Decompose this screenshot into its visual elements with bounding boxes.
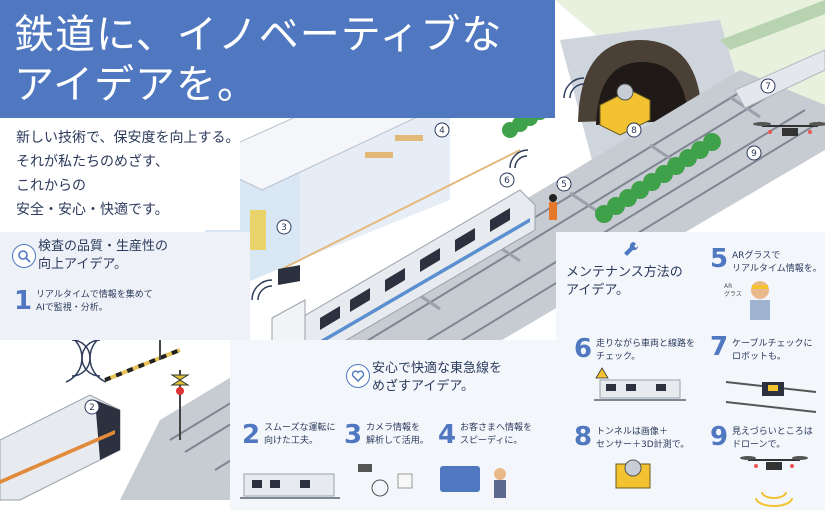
maintenance-heading-line-1: メンテナンス方法の: [566, 265, 683, 280]
signal-waves: [65, 77, 585, 383]
heart-icon: [346, 364, 370, 388]
intro-line-4: 安全・安心・快適です。: [16, 202, 169, 218]
maintenance-heading: メンテナンス方法の アイデア。: [566, 264, 683, 300]
marker-3: 3: [281, 223, 287, 233]
worker: [549, 194, 557, 220]
idea-7-line-1: ケーブルチェックに: [732, 339, 813, 349]
inspection-train-vignette: [594, 367, 686, 401]
idea-6-line-1: 走りながら車両と線路を: [596, 339, 696, 349]
headline-line-2: アイデアを。: [14, 62, 258, 108]
idea-2-text: スムーズな運転に 向けた工夫。: [264, 422, 336, 448]
marker-7: 7: [765, 82, 771, 92]
idea-3-line-1: カメラ情報を: [366, 423, 421, 433]
idea-7-line-2: ロボットも。: [732, 352, 787, 362]
idea-4-line-2: スピーディに。: [460, 436, 523, 446]
comfort-heading-line-1: 安心で快適な東急線を: [372, 361, 503, 376]
svg-text:グラス: グラス: [724, 290, 742, 298]
intro-text: 新しい技術で、保安度を向上する。 それが私たちのめざす、 これからの 安全・安心…: [16, 126, 239, 222]
train-left: [0, 394, 121, 501]
inspection-heading: 検査の品質・生産性の 向上アイデア。: [38, 238, 168, 274]
idea-1-line-1: リアルタイムで情報を集めて: [36, 290, 153, 300]
idea-3-line-2: 解析して活用。: [366, 436, 429, 446]
marker-5: 5: [561, 180, 567, 190]
idea-6-number: 6: [574, 334, 593, 364]
maintenance-vignettes: AR グラス: [594, 281, 817, 507]
idea-4-text: お客さまへ情報を スピーディに。: [460, 422, 532, 448]
headline: 鉄道に、イノベーティブな アイデアを。: [14, 10, 502, 110]
intro-line-3: これからの: [16, 178, 86, 194]
comfort-vignettes: [240, 464, 506, 499]
marker-6: 6: [504, 176, 510, 186]
idea-2-line-1: スムーズな運転に: [264, 423, 336, 433]
idea-6-text: 走りながら車両と線路を チェック。: [596, 338, 695, 364]
idea-7-text: ケーブルチェックに ロボットも。: [732, 338, 812, 364]
marker-2: 2: [89, 403, 95, 413]
drone-vignette: [740, 456, 808, 507]
idea-2-line-2: 向けた工夫。: [264, 436, 319, 446]
idea-1-text: リアルタイムで情報を集めて AIで監視・分析。: [36, 289, 153, 315]
cable-robot-vignette: [725, 381, 817, 413]
wrench-icon: [620, 238, 642, 260]
inspection-heading-line-1: 検査の品質・生産性の: [38, 239, 169, 254]
headline-line-1: 鉄道に、イノベーティブな: [14, 12, 503, 58]
idea-5-text: ARグラスで リアルタイム情報を。: [732, 250, 822, 276]
platform-fence: [279, 149, 521, 271]
bench: [395, 135, 423, 141]
ar-glass-label: AR: [724, 283, 732, 290]
bridge: [720, 0, 825, 109]
idea-3-text: カメラ情報を 解析して活用。: [366, 422, 429, 448]
idea-3-number: 3: [344, 420, 363, 450]
station-door: [250, 210, 266, 250]
idea-4-number: 4: [438, 420, 457, 450]
idea-1-line-2: AIで監視・分析。: [36, 303, 108, 313]
idea-9-number: 9: [710, 422, 729, 452]
maintenance-heading-line-2: アイデア。: [566, 283, 630, 298]
headline-band: [0, 0, 555, 118]
marker-8: 8: [631, 126, 637, 136]
camera-vignette: [358, 464, 413, 497]
idea-8-line-1: トンネルは画像＋: [596, 427, 668, 437]
drone: [753, 122, 825, 136]
marker-9: 9: [751, 149, 757, 159]
idea-8-line-2: センサー＋3D計測で。: [596, 440, 690, 450]
idea-8-text: トンネルは画像＋ センサー＋3D計測で。: [596, 426, 689, 452]
intro-line-1: 新しい技術で、保安度を向上する。: [16, 130, 240, 146]
bench: [365, 152, 393, 158]
tunnel-vehicle-vignette: [615, 459, 651, 489]
idea-9-line-1: 見えづらいところは: [732, 427, 813, 437]
idea-5-line-2: リアルタイム情報を。: [732, 264, 822, 274]
search-icon: [12, 244, 36, 268]
idea-6-line-2: チェック。: [596, 352, 641, 362]
idea-9-text: 見えづらいところは ドローンで。: [732, 426, 813, 452]
idea-1-number: 1: [14, 286, 33, 316]
comfort-heading-line-2: めざすアイデア。: [372, 379, 475, 394]
comfort-heading: 安心で快適な東急線を めざすアイデア。: [372, 360, 502, 396]
idea-5-line-1: ARグラスで: [732, 251, 781, 261]
train-vignette: [240, 473, 340, 499]
inspection-heading-line-2: 向上アイデア。: [38, 257, 128, 272]
marker-4: 4: [439, 126, 445, 136]
idea-9-line-2: ドローンで。: [732, 440, 786, 450]
intro-line-2: それが私たちのめざす、: [16, 154, 169, 170]
inspection-panel: [0, 232, 250, 340]
idea-4-line-1: お客さまへ情報を: [460, 423, 533, 433]
idea-5-number: 5: [710, 244, 729, 274]
idea-7-number: 7: [710, 332, 729, 362]
idea-8-number: 8: [574, 422, 593, 452]
passenger-vignette: [440, 466, 506, 498]
idea-2-number: 2: [242, 420, 261, 450]
ar-glasses-vignette: AR グラス: [724, 281, 770, 320]
hedge: [595, 133, 721, 223]
intro-block: 新しい技術で、保安度を向上する。 それが私たちのめざす、 これからの 安全・安心…: [0, 118, 240, 230]
